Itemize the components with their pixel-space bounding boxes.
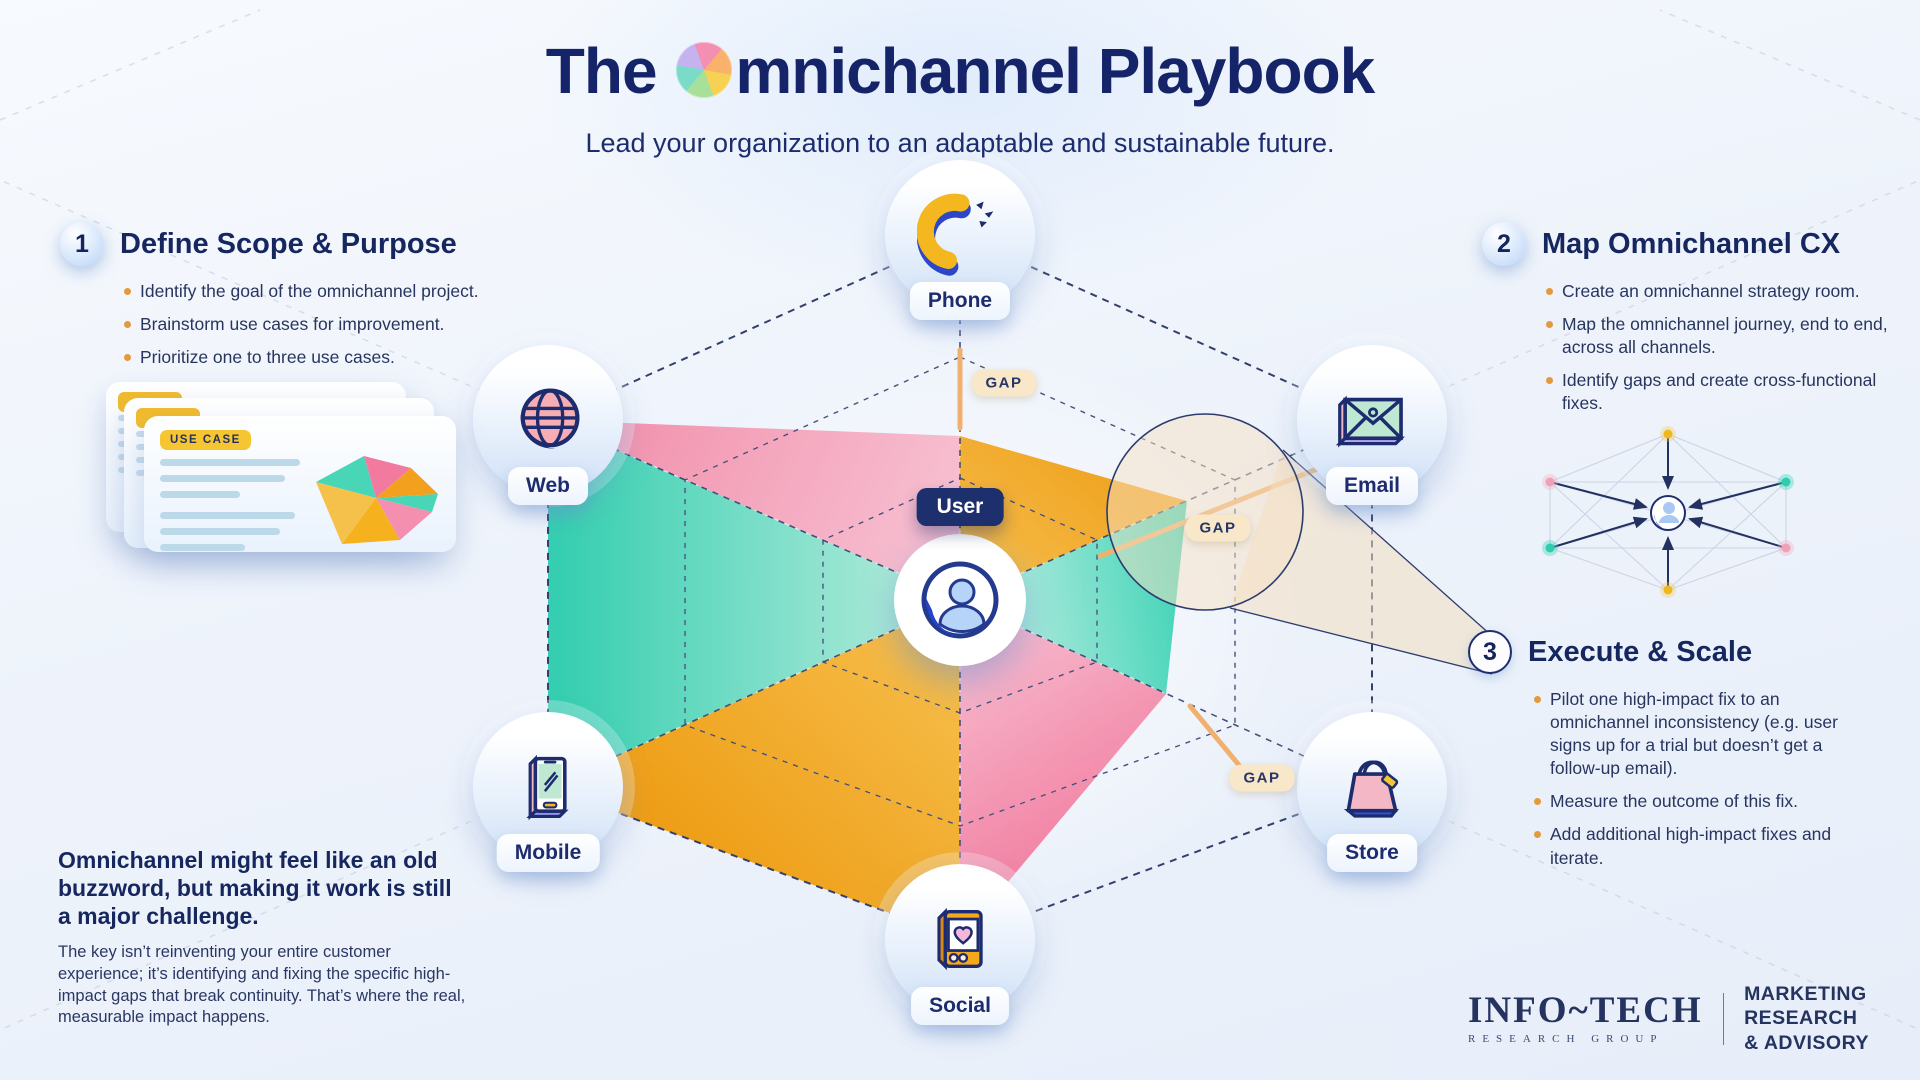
bullet: Add additional high-impact fixes and ite… (1532, 823, 1862, 869)
step-3-execute-scale: 3 Execute & Scale Pilot one high-impact … (1468, 630, 1918, 880)
phone-icon (917, 193, 994, 276)
social-icon (937, 907, 983, 971)
step-3-heading: Execute & Scale (1528, 635, 1753, 668)
callout-heading: Omnichannel might feel like an old buzzw… (58, 847, 452, 930)
infotech-logo: INFO~TECH RESEARCH GROUP MARKETING RESEA… (1468, 982, 1920, 1055)
use-case-card-front: USE CASE (144, 416, 456, 552)
bullet: Brainstorm use cases for improvement. (122, 313, 480, 336)
channel-label-store: Store (1327, 834, 1417, 872)
user-avatar-icon (921, 561, 999, 639)
bullet: Prioritize one to three use cases. (122, 346, 480, 369)
logo-divider (1722, 992, 1725, 1045)
pie-chart-o-icon (676, 42, 733, 98)
bullet: Measure the outcome of this fix. (1532, 790, 1862, 813)
step-1-heading: Define Scope & Purpose (120, 227, 457, 260)
step-2-heading: Map Omnichannel CX (1542, 227, 1841, 260)
channel-label-mobile: Mobile (496, 834, 600, 872)
step-2-bullets: Create an omnichannel strategy room. Map… (1544, 280, 1894, 415)
brand-wordmark: INFO~TECH (1468, 990, 1703, 1032)
background-dashed-lines (0, 9, 1920, 1031)
gap-chip-store: GAP (1229, 764, 1295, 792)
web-icon (520, 388, 580, 449)
card-text-lines (160, 459, 440, 551)
step-3-bullets: Pilot one high-impact fix to an omnichan… (1532, 688, 1862, 870)
email-icon (1335, 395, 1405, 448)
page-subtitle: Lead your organization to an adaptable a… (585, 128, 1335, 158)
page-title: The mnichannel Playbook (0, 34, 1920, 108)
bullet: Identify the goal of the omnichannel pro… (122, 280, 480, 303)
gap-chip-email: GAP (1185, 514, 1251, 542)
callout-body: The key isn’t reinventing your entire cu… (58, 943, 466, 1027)
bullet: Identify gaps and create cross-functiona… (1544, 369, 1894, 415)
bullet: Create an omnichannel strategy room. (1544, 280, 1894, 303)
user-label: User (916, 488, 1004, 526)
bullet: Pilot one high-impact fix to an omnichan… (1532, 688, 1862, 780)
title-part2: mnichannel Playbook (735, 35, 1375, 107)
channel-label-web: Web (508, 467, 588, 505)
step-1-bullets: Identify the goal of the omnichannel pro… (122, 280, 480, 369)
use-case-badge: USE CASE (160, 430, 251, 450)
gap-magnifier (1106, 413, 1493, 675)
step-2-map-cx: 2 Map Omnichannel CX Create an omnichann… (1482, 222, 1902, 425)
network-node-dots (1542, 426, 1794, 598)
channel-label-social: Social (911, 987, 1009, 1025)
gem-icon (316, 456, 438, 544)
tagline-line1: MARKETING RESEARCH (1744, 983, 1867, 1030)
step-1-badge: 1 (60, 222, 104, 266)
brand-subtitle: RESEARCH GROUP (1468, 1033, 1664, 1046)
channel-label-email: Email (1325, 467, 1419, 505)
network-user-icon (1650, 495, 1686, 531)
mobile-icon (526, 754, 569, 821)
callout-block: Omnichannel might feel like an old buzzw… (58, 846, 468, 1029)
network-convergence-icon (1542, 426, 1794, 598)
step-2-badge: 2 (1482, 222, 1526, 266)
step-1-define-scope: 1 Define Scope & Purpose Identify the go… (60, 222, 480, 379)
tagline-line2: & ADVISORY (1744, 1031, 1869, 1054)
title-part1: The (545, 35, 658, 107)
gap-chip-phone: GAP (971, 369, 1037, 397)
step-3-badge: 3 (1468, 630, 1512, 674)
use-case-cards-illustration: USE CASE (106, 382, 466, 567)
user-node (894, 534, 1026, 666)
bullet: Map the omnichannel journey, end to end,… (1544, 313, 1894, 359)
radar-wedges (548, 420, 1187, 939)
channel-label-phone: Phone (909, 282, 1011, 320)
store-icon (1343, 760, 1400, 818)
